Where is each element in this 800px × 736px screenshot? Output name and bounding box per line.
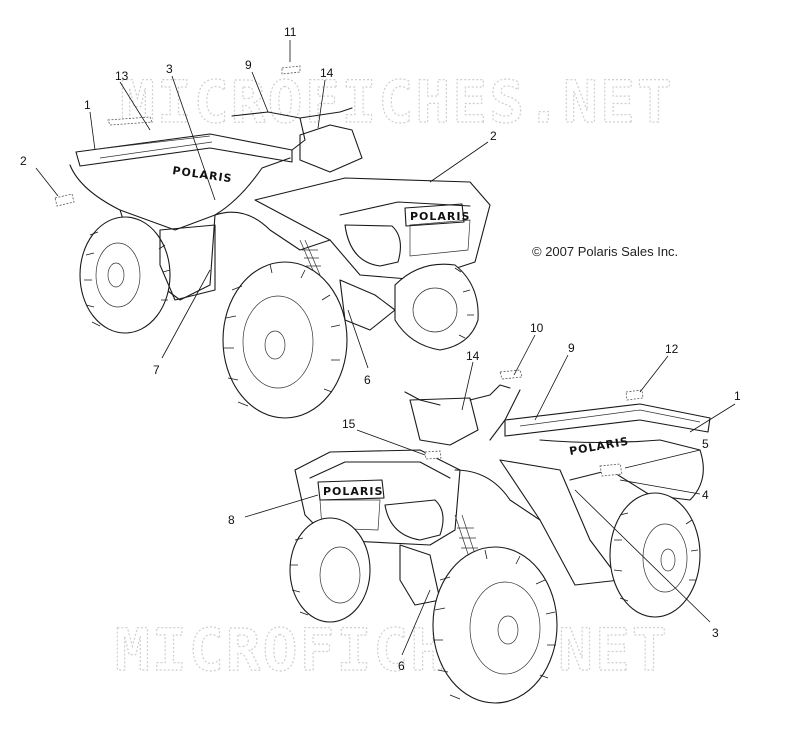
callout-label: 2 bbox=[20, 154, 27, 168]
callout-label: 14 bbox=[466, 349, 480, 363]
lower-rear-tire bbox=[609, 492, 701, 618]
callout-label: 3 bbox=[712, 626, 719, 640]
upper-atv-illustration: POLARIS bbox=[54, 65, 491, 419]
leader-lines bbox=[35, 40, 736, 656]
callout-label: 3 bbox=[166, 62, 173, 76]
brand-logo-side-upper: POLARIS bbox=[172, 164, 234, 185]
copyright-notice: © 2007 Polaris Sales Inc. bbox=[532, 244, 678, 259]
callout-label: 11 bbox=[284, 25, 297, 39]
callout-label: 1 bbox=[734, 389, 741, 403]
callout-label: 7 bbox=[153, 363, 160, 377]
callout-label: 6 bbox=[398, 659, 405, 673]
decal-12 bbox=[625, 389, 644, 401]
watermark-bottom: MICROFICHES.NET bbox=[115, 616, 669, 684]
decal-10 bbox=[499, 369, 523, 380]
callout-label: 14 bbox=[320, 66, 334, 80]
callout-label: 15 bbox=[342, 417, 356, 431]
callout-label: 4 bbox=[702, 488, 709, 502]
brand-logo-side-lower: POLARIS bbox=[568, 435, 630, 458]
callout-label: 10 bbox=[530, 321, 544, 335]
lower-front-left-tire bbox=[289, 517, 371, 623]
decal-15 bbox=[424, 450, 442, 460]
upper-rear-tire bbox=[79, 216, 171, 334]
brand-logo-lower: POLARIS bbox=[323, 485, 383, 498]
callout-label: 12 bbox=[665, 342, 679, 356]
lower-atv-illustration: POLARIS POLARIS POLARIS bbox=[172, 164, 711, 704]
callout-label: 13 bbox=[115, 69, 129, 83]
callout-label: 2 bbox=[490, 129, 497, 143]
decal-11 bbox=[281, 65, 301, 75]
lower-front-right-tire bbox=[432, 546, 558, 704]
watermark-top: MICROFICHES.NET bbox=[120, 68, 674, 136]
callout-label: 6 bbox=[364, 373, 371, 387]
decal-2-upper-rack bbox=[107, 116, 153, 126]
decal-5 bbox=[599, 463, 623, 477]
callout-label: 9 bbox=[568, 341, 575, 355]
decal-13 bbox=[54, 193, 75, 207]
callout-label: 1 bbox=[84, 98, 91, 112]
callout-label: 5 bbox=[702, 437, 709, 451]
brand-logo-upper: POLARIS bbox=[410, 210, 470, 223]
callouts-upper: 11 9 14 2 3 1 13 2 7 6 bbox=[20, 25, 497, 387]
upper-far-tire bbox=[394, 263, 479, 351]
callout-label: 9 bbox=[245, 58, 252, 72]
callout-label: 8 bbox=[228, 513, 235, 527]
upper-front-tire bbox=[222, 261, 348, 419]
callouts-lower: 10 9 12 14 1 15 5 4 8 3 6 bbox=[228, 321, 741, 673]
